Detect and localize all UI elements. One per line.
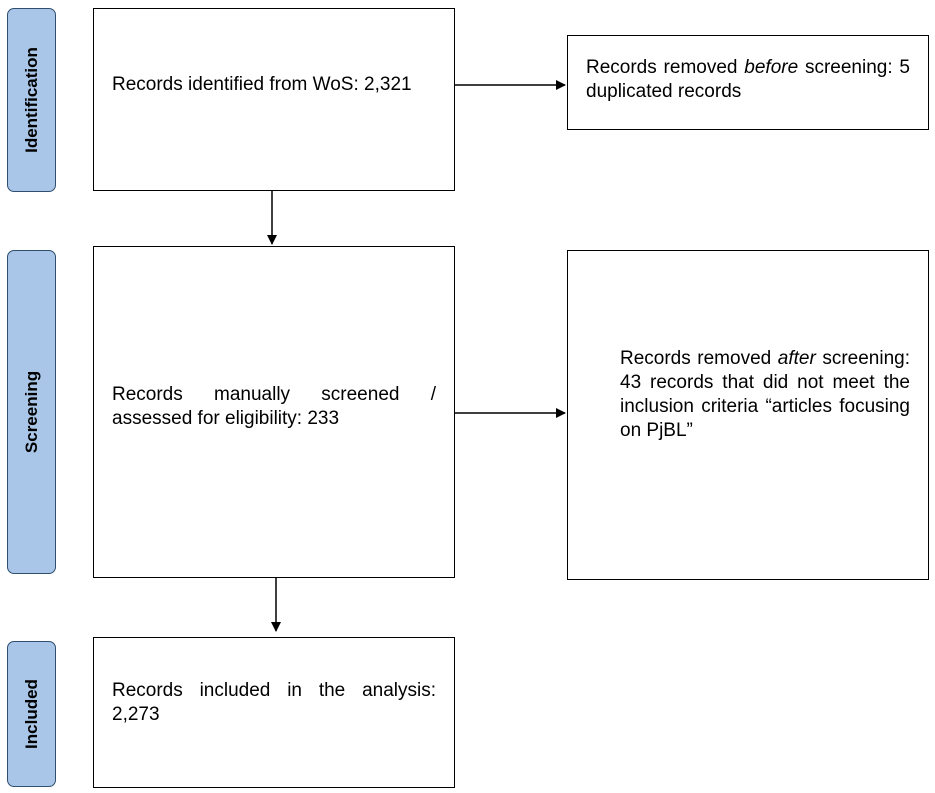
records-included-box: Records included in the analysis: 2,273: [93, 637, 455, 788]
records-identified-box: Records identified from WoS: 2,321: [93, 8, 455, 191]
records-screened-text: Records manually screened / assessed for…: [112, 384, 436, 429]
records-removed-after-box: Records removed after screening: 43 reco…: [567, 250, 929, 580]
phase-identification: Identification: [7, 8, 56, 192]
phase-included: Included: [7, 641, 56, 787]
records-identified-text: Records identified from WoS: 2,321: [112, 73, 412, 95]
records-screened-box: Records manually screened / assessed for…: [93, 246, 455, 578]
records-removed-after-text: Records removed after screening: 43 reco…: [620, 348, 910, 441]
phase-screening: Screening: [7, 250, 56, 574]
records-removed-before-text: Records removed before screening: 5 dupl…: [586, 56, 910, 102]
records-included-text: Records included in the analysis: 2,273: [112, 679, 436, 725]
records-removed-before-box: Records removed before screening: 5 dupl…: [567, 35, 929, 130]
